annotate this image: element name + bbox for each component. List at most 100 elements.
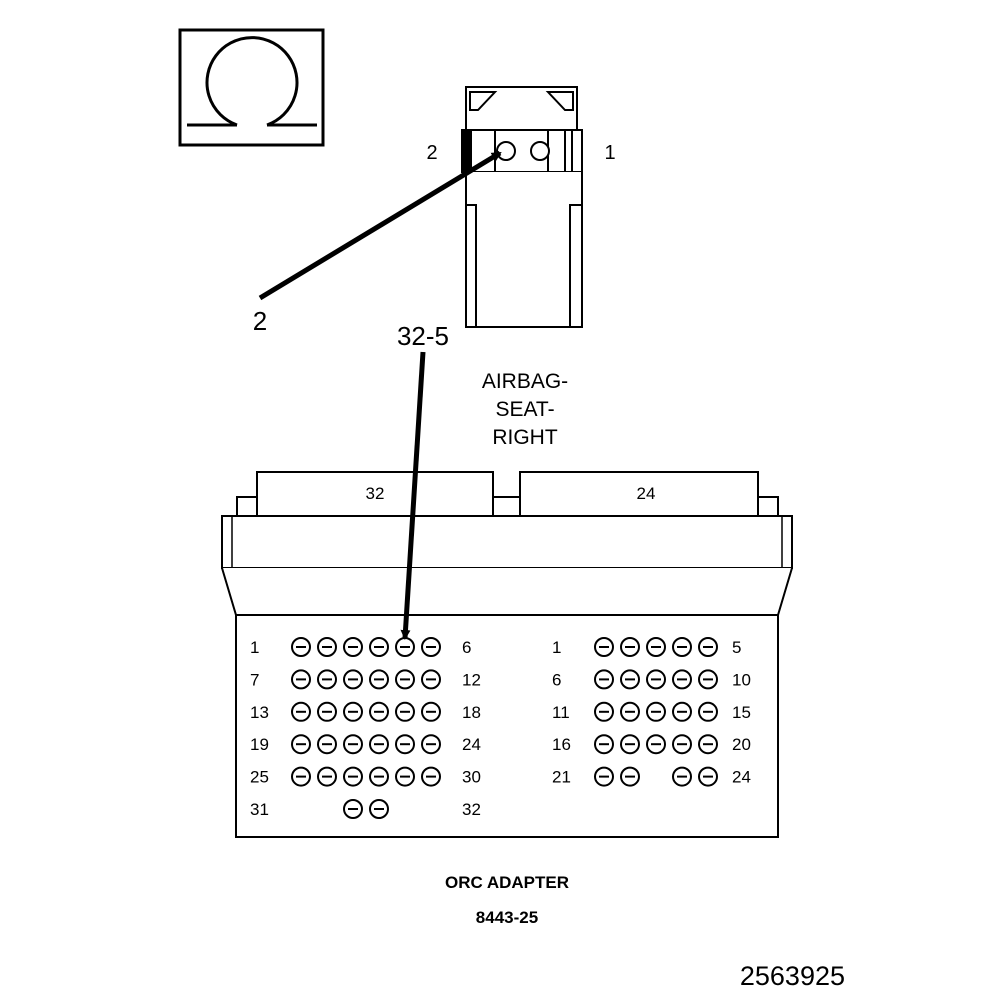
- left-block-pin: [369, 637, 389, 657]
- left-block-row-start-label: 7: [250, 670, 259, 689]
- figure-number: 2563925: [740, 961, 845, 991]
- left-block-row-end-label: 12: [462, 670, 481, 689]
- left-block-pin: [369, 701, 389, 722]
- right-block-row-end-label: 15: [732, 703, 751, 722]
- airbag-seat-connector: [461, 86, 583, 328]
- ohmmeter-icon: [178, 28, 325, 147]
- left-block-pin: [421, 637, 441, 657]
- right-block-pin: [672, 637, 692, 657]
- left-block-pin: [291, 734, 311, 755]
- adapter-right-connector-label: 24: [637, 484, 656, 503]
- left-block-pin: [395, 734, 415, 755]
- left-block-row-end-label: 30: [462, 768, 481, 787]
- right-block-row-start-label: 16: [552, 735, 571, 754]
- right-block-pin: [594, 734, 614, 755]
- right-block-row-start-label: 1: [552, 638, 561, 657]
- right-block-row-start-label: 11: [552, 703, 570, 722]
- adapter-caption: ORC ADAPTER: [445, 873, 569, 892]
- left-block-pin: [343, 734, 363, 755]
- connector-name-line-2: SEAT-: [495, 398, 554, 421]
- left-block-pin: [369, 766, 389, 787]
- left-block-pin: [369, 734, 389, 755]
- right-block-pin: [620, 669, 640, 690]
- left-block-pin: [395, 669, 415, 690]
- right-block-row-end-label: 10: [732, 670, 751, 689]
- left-block-pin: [317, 734, 337, 755]
- left-block-row-start-label: 13: [250, 703, 269, 722]
- left-block-pin: [317, 701, 337, 722]
- right-block-pin: [620, 637, 640, 657]
- adapter-left-connector: [256, 471, 494, 517]
- right-block-pin: [620, 734, 640, 755]
- right-block-row-end-label: 24: [732, 768, 751, 787]
- connector-pin-right-label: 1: [604, 142, 615, 164]
- connector-name-line-1: AIRBAG-: [482, 370, 568, 393]
- left-block-pin: [291, 766, 311, 787]
- left-block-pin: [395, 701, 415, 722]
- connector-callout: 2: [253, 306, 267, 336]
- left-block-pin: [291, 669, 311, 690]
- right-block-row-end-label: 5: [732, 638, 741, 657]
- left-block-pin: [421, 766, 441, 787]
- left-block-pin: [369, 669, 389, 690]
- right-block-pin: [594, 637, 614, 657]
- right-block-pin: [672, 766, 692, 787]
- pin-1: [530, 141, 550, 161]
- right-block-pin: [698, 637, 718, 657]
- left-block-row-end-label: 6: [462, 638, 471, 657]
- left-block-row-start-label: 25: [250, 768, 269, 787]
- right-block-pin: [672, 701, 692, 722]
- right-block-row-end-label: 20: [732, 735, 751, 754]
- right-block-pin: [594, 669, 614, 690]
- left-block-pin: [421, 734, 441, 755]
- right-block-pin: [698, 669, 718, 690]
- adapter-part-number: 8443-25: [476, 908, 538, 927]
- left-block-row-end-label: 32: [462, 800, 481, 819]
- left-block-pin: [343, 669, 363, 690]
- adapter-right-connector: [519, 471, 759, 517]
- right-block-pin: [646, 734, 666, 755]
- right-block-row-start-label: 6: [552, 670, 561, 689]
- left-block-pin: [291, 637, 311, 657]
- left-block-pin: [421, 669, 441, 690]
- right-block-pin: [672, 734, 692, 755]
- left-block-pin: [343, 799, 363, 819]
- left-block-pin: [395, 766, 415, 787]
- right-block-pin: [646, 701, 666, 722]
- left-block-pin: [369, 799, 389, 819]
- callout-arrow-2: [258, 150, 502, 301]
- right-block-pin: [646, 669, 666, 690]
- right-block-pin: [698, 701, 718, 722]
- left-block-row-end-label: 18: [462, 703, 481, 722]
- left-block-row-start-label: 19: [250, 735, 269, 754]
- left-block-pin: [317, 766, 337, 787]
- right-block-pin: [620, 766, 640, 787]
- left-block-row-start-label: 1: [250, 638, 259, 657]
- pin-2: [496, 141, 516, 161]
- left-block-pin: [317, 669, 337, 690]
- right-block-pin: [646, 637, 666, 657]
- callout-arrow-32-5: [400, 351, 426, 640]
- right-block-pin: [594, 766, 614, 787]
- left-block-pin: [421, 701, 441, 722]
- left-block-pin: [291, 701, 311, 722]
- connector-name-line-3: RIGHT: [492, 426, 558, 449]
- right-block-pin: [672, 669, 692, 690]
- right-block-row-start-label: 21: [552, 768, 571, 787]
- left-block-pin: [317, 637, 337, 657]
- left-block-pin: [395, 637, 415, 657]
- adapter-callout: 32-5: [397, 321, 449, 351]
- left-block-pin: [343, 701, 363, 722]
- left-block-row-start-label: 31: [250, 800, 269, 819]
- adapter-left-connector-label: 32: [366, 484, 385, 503]
- left-block-pin: [343, 766, 363, 787]
- left-block-row-end-label: 24: [462, 735, 481, 754]
- left-block-pin: [343, 637, 363, 657]
- right-block-pin: [594, 701, 614, 722]
- right-block-pin: [620, 701, 640, 722]
- connector-pin-left-label: 2: [426, 142, 437, 164]
- right-block-pin: [698, 734, 718, 755]
- right-block-pin: [698, 766, 718, 787]
